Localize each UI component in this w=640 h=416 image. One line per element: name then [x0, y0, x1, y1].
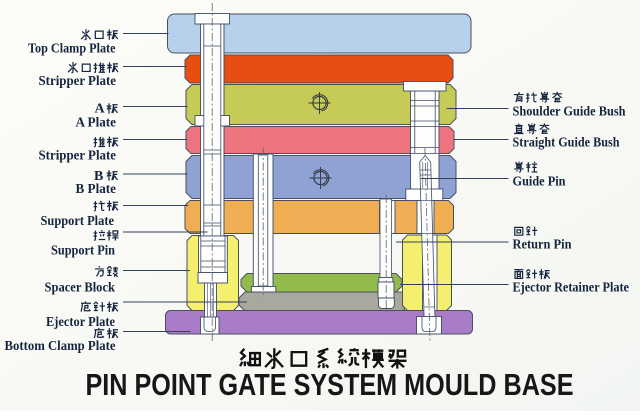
- svg-text:Guide Pin: Guide Pin: [513, 175, 566, 190]
- svg-text:Bottom Clamp Plate: Bottom Clamp Plate: [5, 339, 116, 354]
- svg-text:Ejector Plate: Ejector Plate: [46, 315, 115, 330]
- svg-text:Straight Guide Bush: Straight Guide Bush: [513, 135, 620, 150]
- svg-text:Top Clamp Plate: Top Clamp Plate: [28, 42, 116, 57]
- svg-text:Spacer Block: Spacer Block: [45, 280, 116, 295]
- svg-text:A Plate: A Plate: [76, 115, 117, 130]
- svg-text:Stripper Plate: Stripper Plate: [39, 148, 117, 163]
- svg-text:PIN POINT GATE SYSTEM MOULD BA: PIN POINT GATE SYSTEM MOULD BASE: [86, 367, 574, 402]
- svg-text:Return Pin: Return Pin: [513, 238, 572, 253]
- svg-text:B: B: [94, 169, 103, 184]
- svg-text:Support Pin: Support Pin: [51, 243, 115, 258]
- svg-text:A: A: [95, 102, 106, 117]
- svg-text:Support Plate: Support Plate: [41, 214, 115, 229]
- svg-text:B Plate: B Plate: [76, 182, 117, 197]
- svg-text:Ejector Retainer Plate: Ejector Retainer Plate: [513, 280, 630, 295]
- svg-text:Shoulder Guide Bush: Shoulder Guide Bush: [513, 104, 626, 119]
- svg-text:Stripper Plate: Stripper Plate: [39, 74, 117, 89]
